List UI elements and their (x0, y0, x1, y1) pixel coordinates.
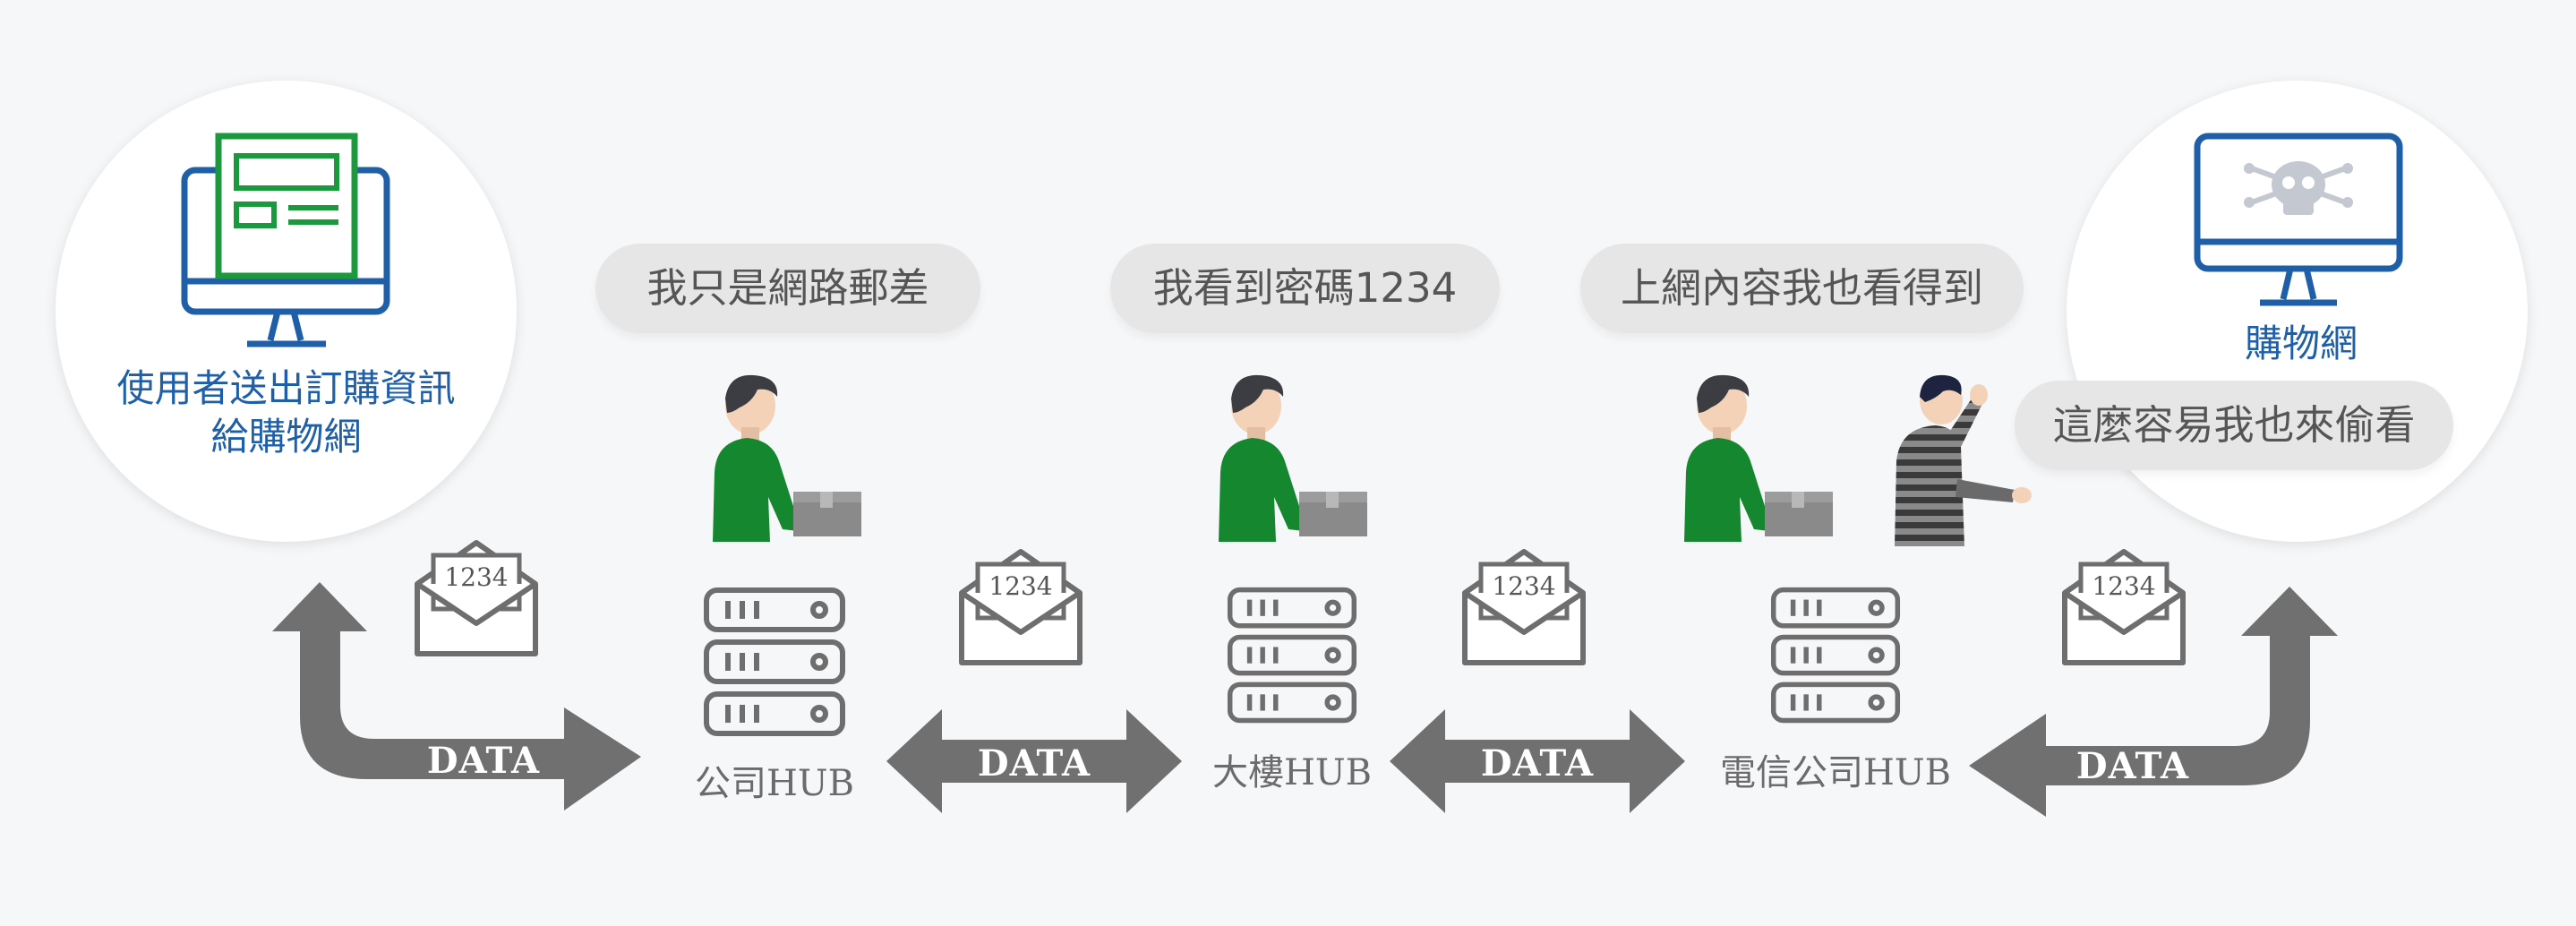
user-caption-line1: 使用者送出訂購資訊 (116, 366, 456, 410)
building-hub-label: 大樓HUB (1212, 752, 1372, 793)
envelope-code: 1234 (444, 562, 509, 592)
shop-caption: 購物網 (2244, 322, 2358, 365)
company-hub-label: 公司HUB (695, 763, 854, 804)
envelope-code: 1234 (988, 571, 1053, 601)
shopping-terminal-icon (181, 133, 390, 347)
user-caption-line2: 給購物網 (210, 415, 362, 459)
server-rack-icon (1227, 587, 1357, 724)
telecom-hub-label: 電信公司HUB (1720, 752, 1951, 793)
mail-carrier-icon (1684, 374, 1833, 542)
data-label-1: DATA (426, 740, 541, 782)
company-hub-speech-bubble: 我只是網路郵差 (595, 244, 980, 333)
data-label-2: DATA (977, 742, 1091, 785)
malware-monitor-icon (2194, 133, 2403, 306)
data-arrow-bent-left (272, 582, 641, 810)
eavesdropper-speech-bubble: 這麼容易我也來偷看 (2015, 381, 2453, 470)
telecom-hub-speech-bubble: 上網內容我也看得到 (1580, 244, 2024, 333)
data-arrow-double-2 (1390, 709, 1685, 813)
envelope-icon (415, 540, 538, 656)
envelope-icon (1462, 549, 1586, 665)
server-rack-icon (1770, 587, 1901, 724)
mail-carrier-icon (713, 374, 861, 542)
envelope-code: 1234 (2092, 571, 2156, 601)
data-label-4: DATA (2075, 745, 2190, 787)
eavesdropper-icon (1895, 374, 2032, 546)
data-arrow-double-1 (886, 709, 1182, 813)
mail-carrier-icon (1219, 374, 1367, 542)
data-arrow-bent-right (1969, 587, 2338, 817)
envelope-icon (959, 549, 1083, 665)
data-label-3: DATA (1480, 742, 1595, 785)
envelope-code: 1234 (1492, 571, 1556, 601)
server-rack-icon (704, 587, 845, 736)
envelope-icon (2062, 549, 2186, 665)
building-hub-speech-bubble: 我看到密碼1234 (1110, 244, 1500, 333)
